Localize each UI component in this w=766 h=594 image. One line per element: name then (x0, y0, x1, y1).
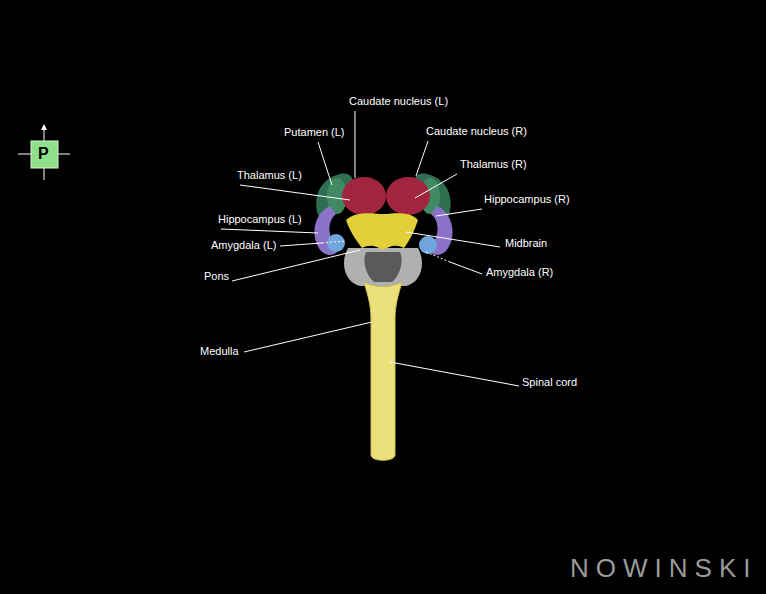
hippocampus (314, 206, 452, 255)
part-label: Amygdala (R) (486, 266, 553, 279)
amygdala (419, 236, 437, 254)
part-label: Caudate nucleus (R) (426, 125, 527, 138)
midbrain (346, 213, 418, 250)
part-label: Caudate nucleus (L) (349, 95, 448, 108)
part-label: Hippocampus (L) (218, 213, 302, 226)
pons-shadow (364, 252, 401, 282)
orientation-icon (18, 124, 70, 180)
pons (344, 248, 422, 286)
watermark: NOWINSKI (570, 553, 757, 583)
part-label: Thalamus (L) (237, 169, 302, 182)
thalamus (386, 177, 430, 215)
part-label: Hippocampus (R) (484, 193, 570, 206)
part-label: Amygdala (L) (211, 239, 276, 252)
amygdala (327, 234, 345, 252)
part-label: Medulla (200, 345, 239, 358)
orientation-letter: P (38, 145, 49, 163)
thalamus (342, 177, 386, 215)
part-label: Putamen (L) (284, 126, 345, 139)
part-label: Spinal cord (522, 376, 577, 389)
part-label: Thalamus (R) (460, 158, 527, 171)
part-label: Pons (204, 270, 229, 283)
spinal-cord (364, 282, 402, 460)
part-label: Midbrain (505, 237, 547, 250)
